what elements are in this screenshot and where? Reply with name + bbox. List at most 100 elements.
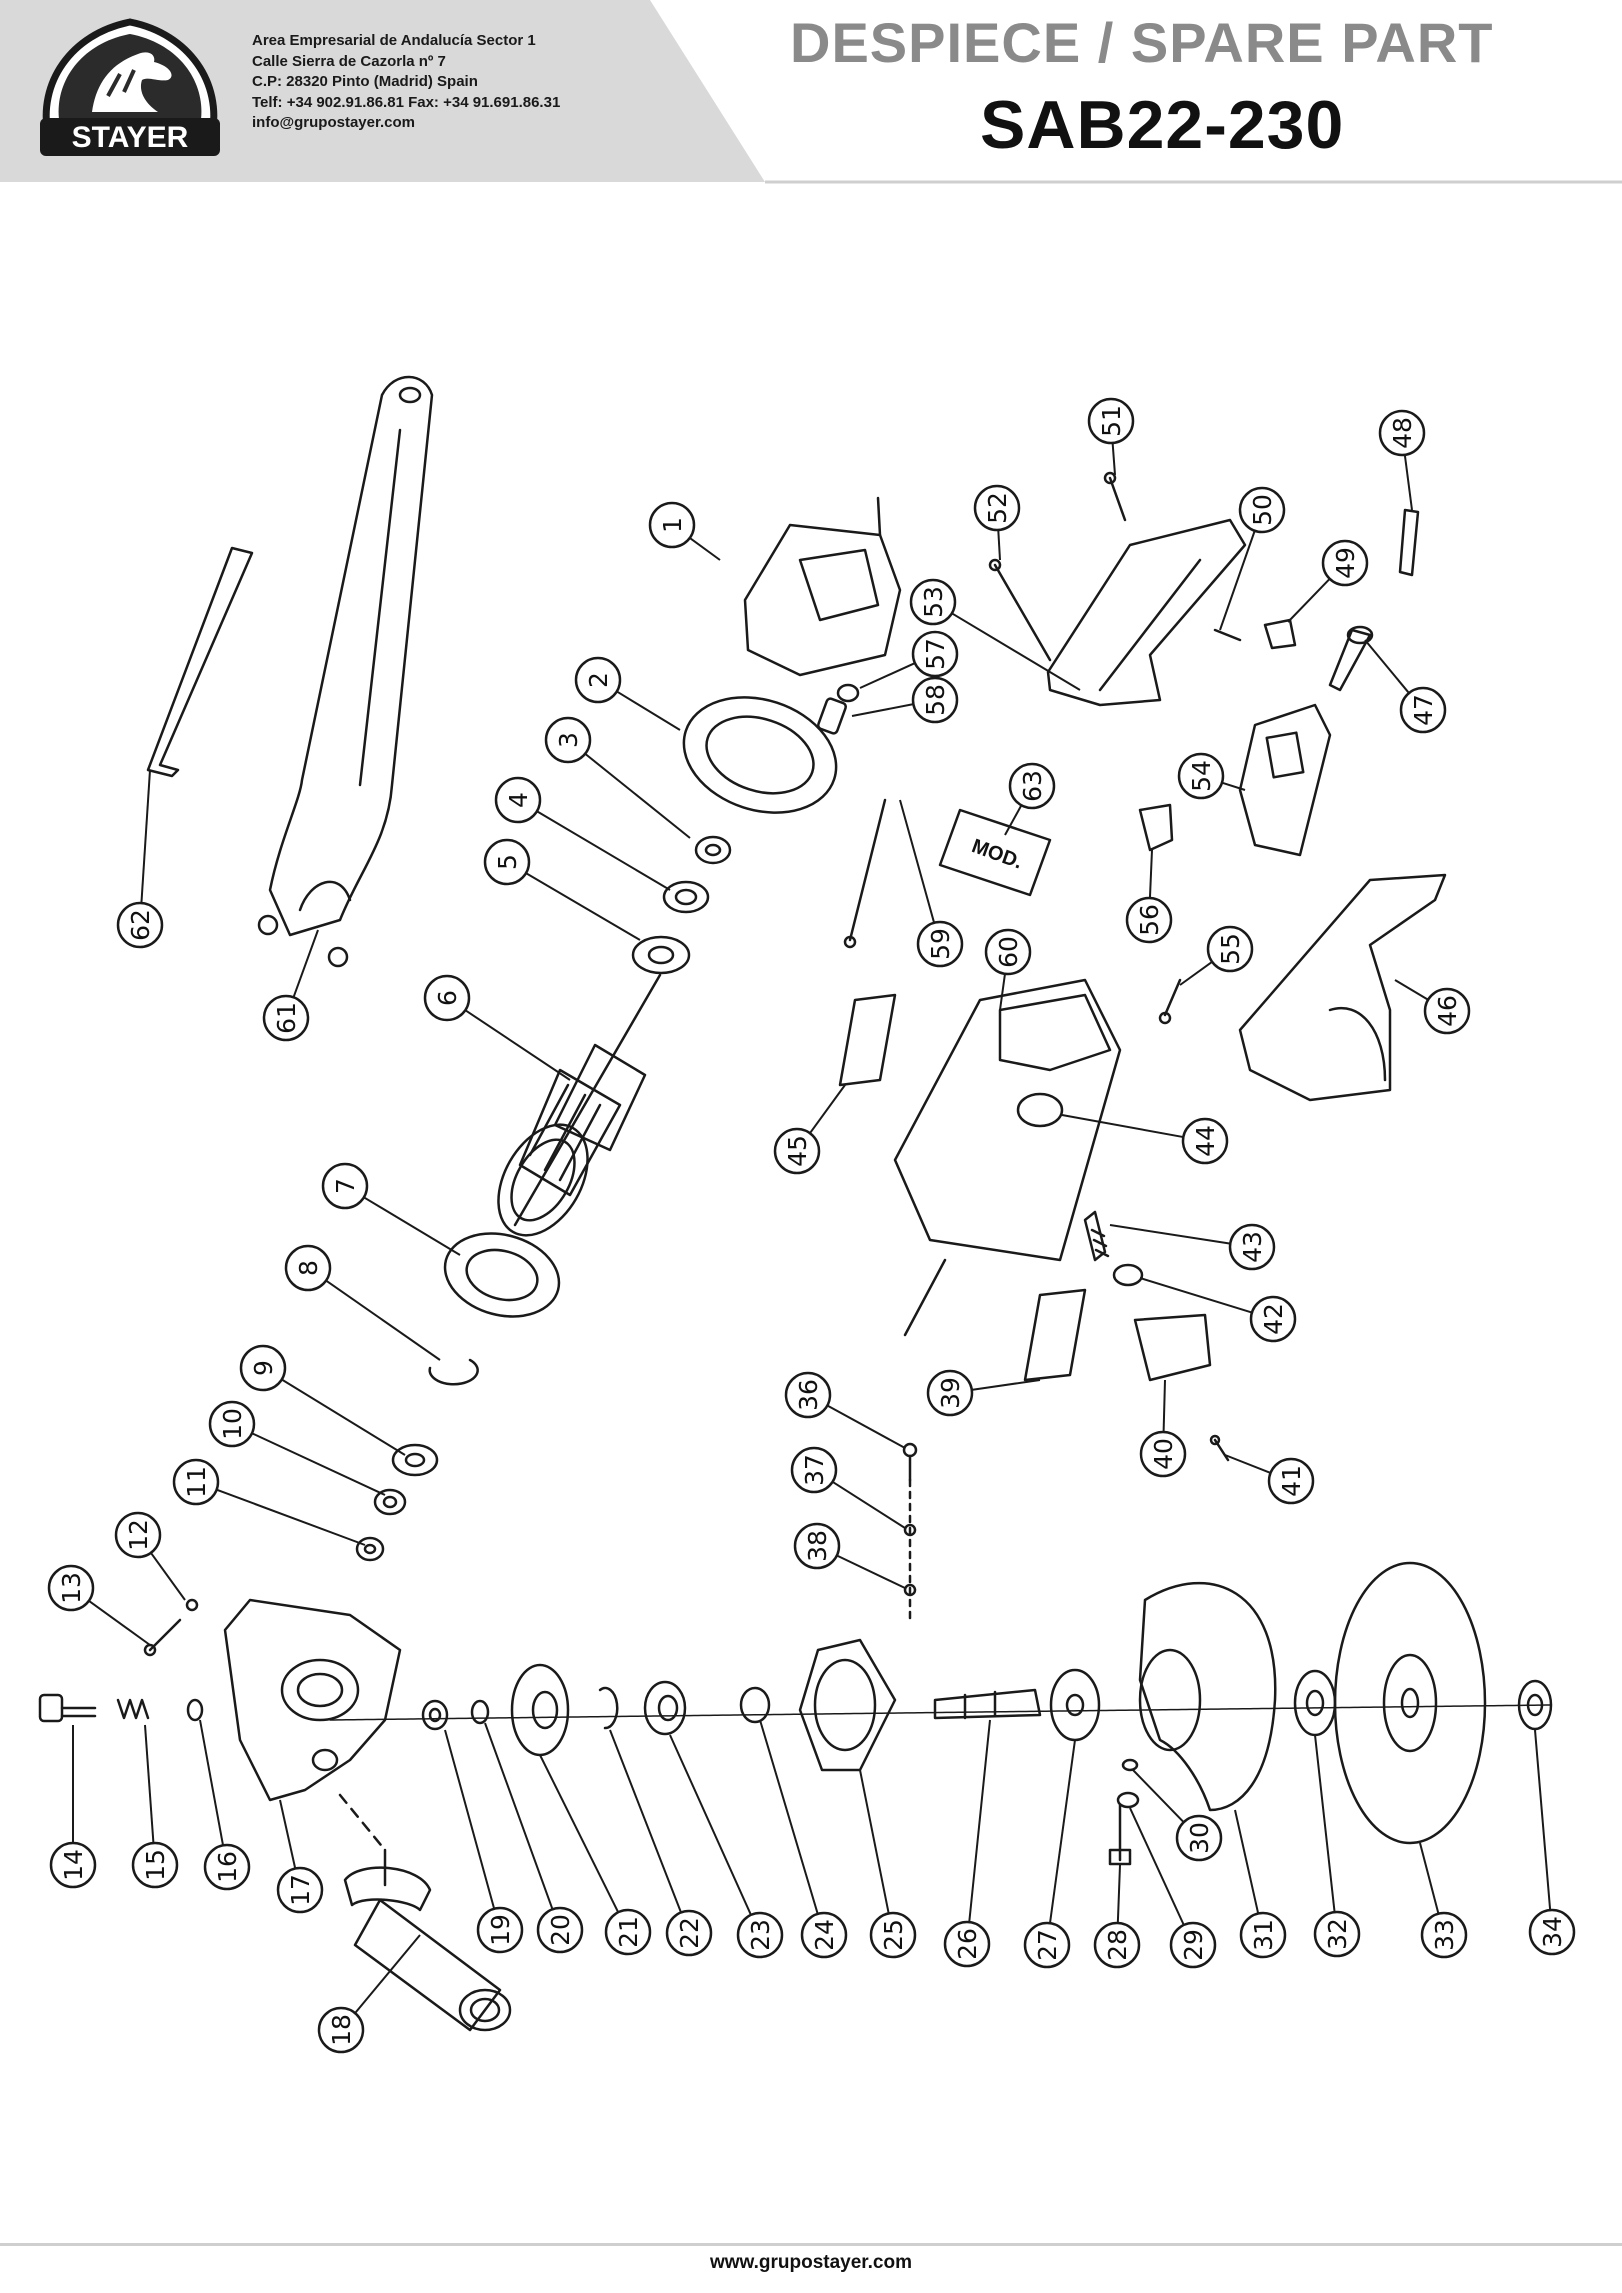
leader-line-39	[971, 1379, 1041, 1391]
leader-line-33	[1419, 1842, 1440, 1914]
rating-label-part	[1023, 1288, 1087, 1382]
part-number-36: 36	[794, 1379, 823, 1411]
leader-line-3	[584, 752, 691, 839]
part-balloon-7	[321, 1162, 369, 1210]
part-number-13: 13	[57, 1572, 86, 1604]
part-balloon-57	[911, 630, 959, 678]
leader-line-57	[859, 662, 916, 689]
part-balloon-23	[736, 1911, 784, 1959]
model-number: SAB22-230	[980, 87, 1345, 163]
part-balloon-32	[1313, 1910, 1361, 1958]
part-number-24: 24	[810, 1919, 839, 1951]
part-balloon-14	[49, 1841, 97, 1889]
part-number-61: 61	[272, 1002, 301, 1034]
washer-part-20	[470, 1699, 490, 1725]
leader-line-50	[1219, 530, 1256, 631]
email-line: info@grupostayer.com	[252, 114, 415, 131]
part-number-51: 51	[1097, 405, 1126, 437]
spanner-wrench-part	[257, 375, 434, 968]
leader-line-13	[88, 1600, 151, 1646]
part-balloon-46	[1423, 987, 1471, 1035]
part-number-16: 16	[213, 1851, 242, 1883]
part-number-62: 62	[126, 909, 155, 941]
part-balloon-30	[1175, 1814, 1223, 1862]
exploded-view-diagram: MOD.	[0, 185, 1622, 2205]
leader-line-18	[354, 1934, 421, 2014]
leader-line-48	[1403, 454, 1413, 511]
part-balloon-26	[943, 1920, 991, 1968]
part-number-22: 22	[675, 1917, 704, 1949]
washer-part-29	[1116, 1791, 1140, 1809]
part-balloon-53	[909, 578, 957, 626]
leader-line-29	[1129, 1807, 1185, 1926]
part-number-34: 34	[1538, 1916, 1567, 1948]
carbon-brush-part-43	[1083, 1210, 1110, 1262]
part-number-37: 37	[800, 1454, 829, 1486]
part-balloon-55	[1206, 925, 1254, 973]
part-balloon-13	[47, 1564, 95, 1612]
part-balloon-22	[665, 1909, 713, 1957]
washer-part-12	[185, 1598, 199, 1612]
screw-part-55	[1158, 978, 1182, 1025]
armature-part	[497, 973, 662, 1237]
document-title: DESPIECE / SPARE PART	[790, 11, 1494, 74]
part-number-26: 26	[953, 1928, 982, 1960]
leader-line-37	[832, 1480, 906, 1529]
spring-part-15	[116, 1698, 150, 1720]
part-number-10: 10	[218, 1408, 247, 1440]
leader-line-27	[1048, 1739, 1076, 1924]
part-balloon-62	[116, 901, 164, 949]
part-number-3: 3	[554, 732, 583, 748]
part-number-27: 27	[1033, 1929, 1062, 1961]
part-number-43: 43	[1238, 1231, 1267, 1263]
part-number-47: 47	[1409, 694, 1438, 726]
bearing-part-11	[355, 1536, 385, 1562]
part-balloon-18	[317, 2006, 365, 2054]
leader-line-26	[968, 1719, 991, 1923]
leader-line-58	[851, 703, 914, 717]
part-number-25: 25	[879, 1919, 908, 1951]
leader-line-21	[539, 1754, 620, 1913]
part-balloon-19	[476, 1906, 524, 1954]
part-balloon-11	[172, 1458, 220, 1506]
bearing-part-19	[421, 1699, 449, 1731]
part-balloon-50	[1238, 486, 1286, 534]
leader-line-10	[251, 1432, 386, 1496]
circlip-part-22	[598, 1686, 619, 1730]
brush-cap-part	[1133, 1313, 1212, 1382]
part-balloon-28	[1093, 1921, 1141, 1969]
exploded-view-svg: MOD.	[38, 375, 1576, 2054]
logo-wordmark: STAYER	[72, 121, 189, 154]
part-balloon-4	[494, 776, 542, 824]
leader-line-43	[1109, 1224, 1231, 1245]
part-balloon-43	[1228, 1223, 1276, 1271]
part-balloon-58	[911, 676, 959, 724]
leader-line-62	[140, 769, 151, 904]
part-balloon-5	[483, 838, 531, 886]
part-number-30: 30	[1185, 1822, 1214, 1854]
part-balloon-25	[869, 1911, 917, 1959]
part-number-15: 15	[141, 1849, 170, 1881]
leader-line-28	[1116, 1864, 1121, 1924]
part-balloon-45	[773, 1127, 821, 1175]
grinding-disc-part	[1333, 1561, 1487, 1845]
part-number-17: 17	[286, 1874, 315, 1906]
part-number-1: 1	[658, 517, 687, 533]
leader-line-5	[525, 872, 641, 941]
part-number-60: 60	[994, 936, 1023, 968]
leader-line-36	[826, 1404, 906, 1449]
part-number-23: 23	[746, 1919, 775, 1951]
part-balloon-1	[648, 501, 696, 549]
spacer-part-57	[836, 683, 860, 703]
part-balloon-3	[544, 716, 592, 764]
rear-handle-part	[1238, 873, 1447, 1102]
leader-line-45	[809, 1084, 846, 1134]
part-number-57: 57	[921, 638, 950, 670]
leader-line-12	[150, 1552, 186, 1601]
leader-line-11	[216, 1488, 366, 1546]
stayer-logo: STAYER	[30, 14, 230, 166]
part-number-49: 49	[1331, 547, 1360, 579]
part-number-53: 53	[919, 586, 948, 618]
part-balloon-29	[1169, 1921, 1217, 1969]
